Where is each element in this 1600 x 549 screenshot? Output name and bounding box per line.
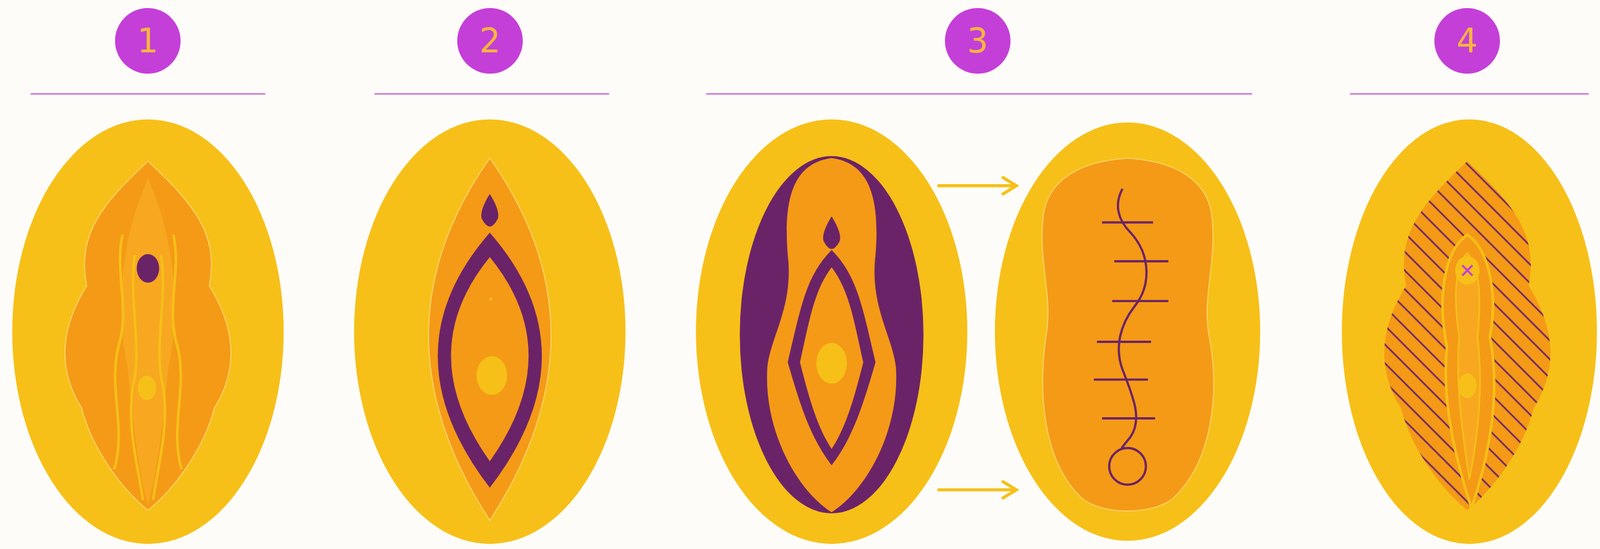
figure-type-1 <box>12 119 284 544</box>
callout-number: 3 <box>967 24 989 58</box>
figure-type-4 <box>1341 119 1598 544</box>
callout-number: 4 <box>1456 24 1479 58</box>
header-rules <box>30 93 1589 95</box>
figure-type-3-after <box>994 122 1261 541</box>
number-badge: 4 <box>1434 8 1500 74</box>
callout-number: 1 <box>137 24 159 58</box>
callout-number: 2 <box>479 24 501 58</box>
figure-type-3-before <box>695 119 968 544</box>
number-badge: 1 <box>115 8 181 74</box>
figure-type-2 <box>354 119 626 544</box>
number-badge: 2 <box>457 8 523 74</box>
number-badge: 3 <box>944 8 1011 74</box>
